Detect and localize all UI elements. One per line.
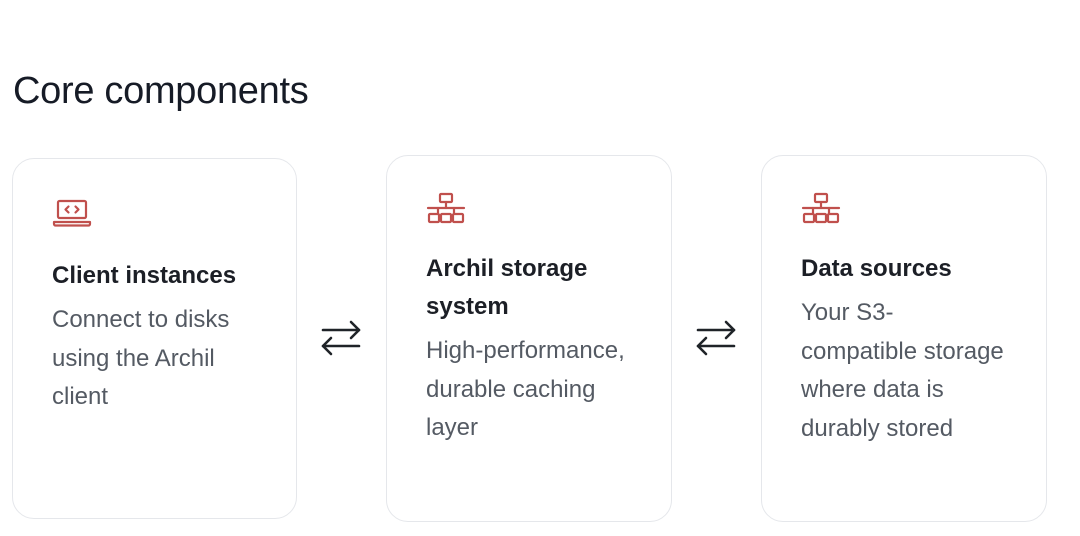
network-icon (426, 192, 466, 228)
card-data-sources: Data sources Your S3-compatible storage … (761, 155, 1047, 522)
bidirectional-arrows-icon (319, 318, 363, 358)
card-client-instances: Client instances Connect to disks using … (12, 158, 297, 519)
card-description: Your S3-compatible storage where data is… (801, 299, 1004, 442)
card-title: Archil storage system (426, 255, 588, 320)
bidirectional-arrows-icon (694, 318, 738, 358)
card-archil-storage-system: Archil storage system High-performance, … (386, 155, 672, 522)
laptop-code-icon (52, 195, 92, 231)
card-title: Client instances (52, 262, 237, 289)
card-description: Connect to disks using the Archil client (52, 306, 230, 410)
card-description: High-performance, durable caching layer (426, 337, 625, 441)
section-title: Core components (13, 70, 309, 112)
card-title: Data sources (801, 255, 952, 282)
network-icon (801, 192, 841, 228)
